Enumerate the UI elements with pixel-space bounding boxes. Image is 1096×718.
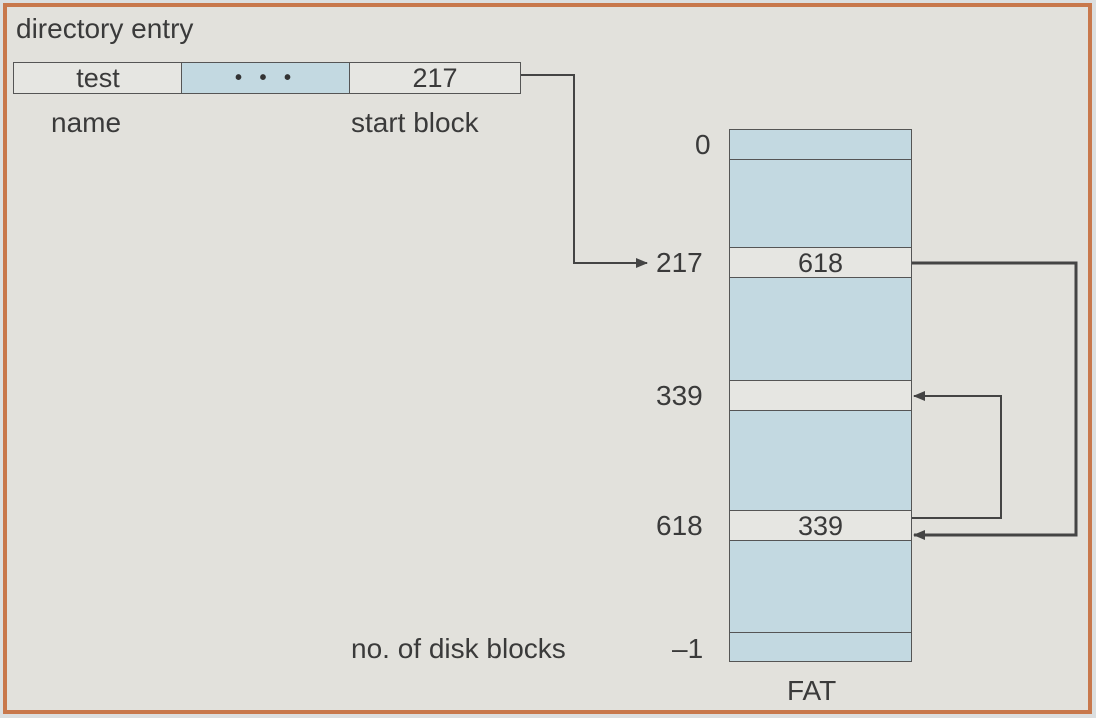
fat-entry-217: 618	[729, 247, 912, 279]
fat-index-0: 0	[695, 129, 711, 160]
fat-entry-217-value: 618	[797, 247, 844, 278]
fat-index-217: 217	[656, 247, 703, 278]
entry-618-to-339-arrow	[912, 391, 1002, 519]
fat-entry-618: 339	[729, 510, 912, 542]
fat-index-last: –1	[672, 633, 704, 664]
disk-blocks-caption: no. of disk blocks	[351, 633, 566, 664]
dir-name-value: test	[76, 62, 120, 93]
pointer-arrows	[521, 74, 1078, 540]
dir-name-cell: test	[13, 62, 183, 94]
fat-block-group	[729, 540, 912, 634]
fat-index-339: 339	[656, 380, 703, 411]
dir-start-block-value: 217	[412, 62, 458, 93]
dir-start-block-cell: 217	[349, 62, 521, 94]
name-caption: name	[51, 107, 122, 138]
fat-entry-last	[729, 632, 912, 662]
entry-217-to-618-arrow	[912, 261, 1078, 540]
start-block-caption: start block	[351, 107, 479, 138]
directory-entry-label: directory entry	[16, 13, 194, 44]
fat-entry-618-value: 339	[797, 510, 844, 541]
fat-block-group	[729, 277, 912, 382]
fat-index-618: 618	[656, 510, 703, 541]
ellipsis-icon: • • •	[234, 66, 298, 89]
fat-diagram: directory entry test • • • 217 name star…	[3, 3, 1092, 714]
fat-caption: FAT	[787, 675, 837, 706]
start-block-arrow	[521, 74, 648, 268]
fat-block-group	[729, 410, 912, 512]
